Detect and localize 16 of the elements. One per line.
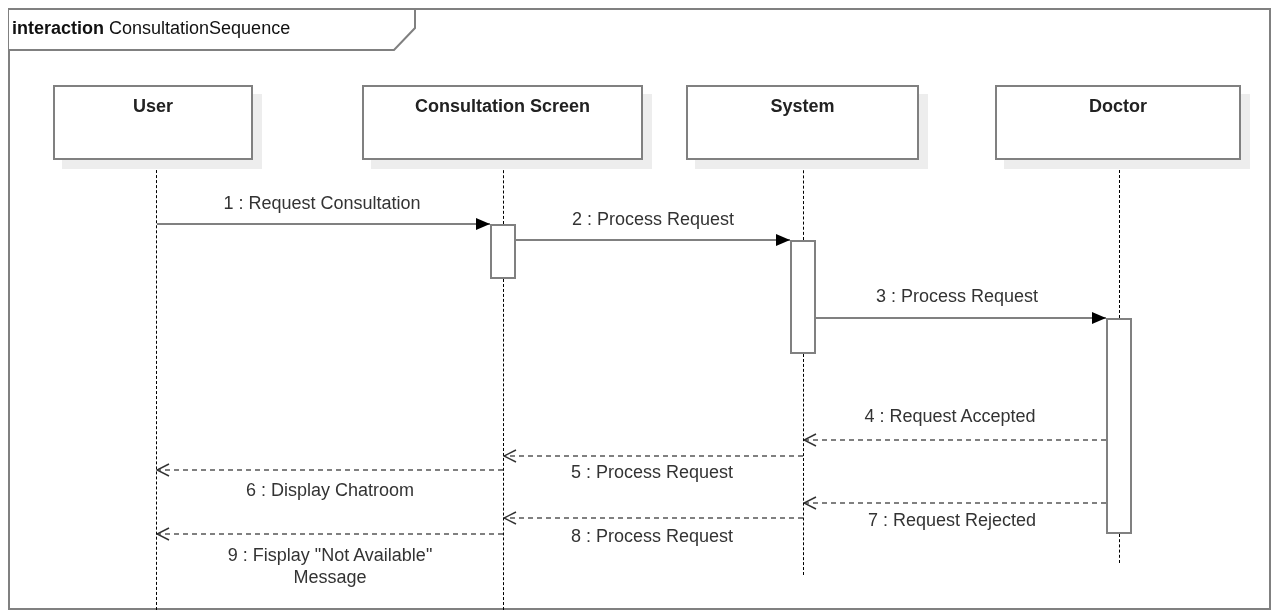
lifeline (503, 279, 504, 610)
activation-bar (490, 224, 516, 279)
activation-bar (790, 240, 816, 354)
return-message-arrow (156, 463, 504, 477)
return-message-arrow (803, 433, 1107, 447)
message-arrow (515, 234, 791, 246)
lifeline (803, 354, 804, 575)
interaction-frame (8, 8, 1271, 610)
return-message-arrow (503, 449, 804, 463)
message-arrow (156, 218, 491, 230)
message-arrow (815, 312, 1107, 324)
frame-title: interaction ConsultationSequence (12, 17, 291, 39)
return-message-arrow (156, 527, 504, 541)
return-message-arrow (503, 511, 804, 525)
activation-bar (1106, 318, 1132, 534)
return-message-arrow (803, 496, 1107, 510)
